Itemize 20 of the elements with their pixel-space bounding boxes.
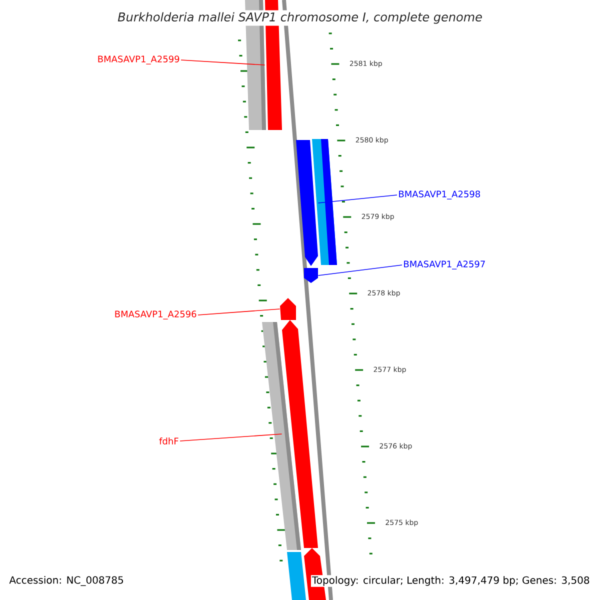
gene-label: BMASAVP1_A2599 (98, 56, 180, 64)
gene-label: BMASAVP1_A2598 (399, 190, 480, 200)
genome-info: Topology: circular; Length: 3,497,479 bp; Genes: 3,508 (310, 575, 591, 587)
gene-feature (312, 139, 337, 265)
leader-line (318, 264, 402, 276)
title: Burkholderia mallei SAVP1 chromosome I, complete genome (116, 10, 484, 26)
gene-feature (262, 322, 301, 550)
gene-feature (287, 552, 306, 600)
leader-line (180, 434, 282, 442)
gene-feature (280, 298, 296, 320)
gene-label: BMASAVP1_A2596 (115, 310, 196, 320)
gene-feature (304, 268, 318, 283)
gene-feature (296, 140, 318, 266)
gene-label: BMASAVP1_A2597 (404, 260, 485, 270)
gene-label: fdhF (159, 438, 178, 444)
leader-line (180, 60, 266, 66)
leader-line (198, 308, 280, 316)
accession-text: Accession: NC_008785 (9, 576, 124, 586)
gene-feature (282, 320, 318, 548)
leader-line (318, 194, 398, 204)
